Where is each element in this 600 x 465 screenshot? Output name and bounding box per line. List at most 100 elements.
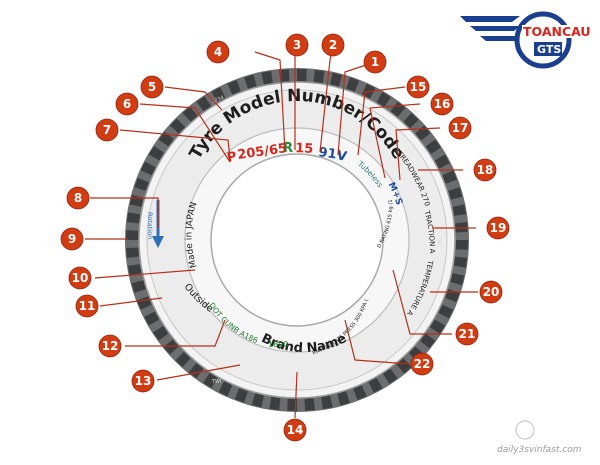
logo-mark: GTS [537,43,561,56]
logo-speed-line [460,16,520,22]
tread-block [455,222,468,233]
callout-number: 18 [477,163,494,177]
tread-block [442,170,457,184]
date-code-text: 1800 [268,340,288,349]
tread-block [376,91,391,108]
callout-number: 16 [434,97,451,111]
tread-block [128,264,142,276]
callout-number: 21 [459,327,476,341]
callout-badge-8: 8 [66,186,90,210]
brand-logo: TOANCAU GTS [460,11,594,69]
tread-block [403,112,419,129]
leader-line-5 [164,86,223,111]
size-load-index: 91 [317,145,337,162]
callout-number: 14 [287,423,304,437]
callout-badge-19: 19 [486,216,510,240]
tread-block [182,106,198,122]
tread-block [279,69,290,82]
callout-number: 15 [410,80,427,94]
callout-number: 17 [452,121,469,135]
tread-blocks [126,69,468,411]
tread-block [158,131,174,147]
callout-badge-5: 5 [140,75,164,99]
rim-opening [210,153,384,327]
tread-block [420,333,436,349]
tread-block [163,339,179,355]
tread-block [415,125,431,141]
callout-circle [68,266,92,290]
tread-block [321,395,333,409]
tread-wear-indicators: 1234 TWI TWI TWI TWI [121,95,442,385]
tread-block [134,177,149,191]
logo-ring [514,11,572,69]
callout-number: 6 [123,97,131,111]
leader-line-16 [369,103,421,179]
logo-name: TOANCAU [523,24,591,39]
callout-circle [131,369,155,393]
tread-block [148,146,165,161]
tread-block [188,363,204,379]
tread-block [211,87,226,103]
callout-circle [406,75,430,99]
tread-block [396,358,412,374]
callout-badge-9: 9 [60,227,84,251]
sidewall-mark: TWI [436,235,442,245]
tire [125,68,469,412]
tread-block [429,319,446,334]
logo-speed-line [480,36,520,41]
callout-badge-13: 13 [131,369,155,393]
tread-block [453,256,468,268]
watermark: daily3svinfast.com [497,420,582,455]
callout-circle [206,40,230,64]
tread-block [434,154,450,169]
tread-block [261,71,273,85]
logo-speed-line [470,26,520,31]
callout-badge-18: 18 [473,158,497,182]
callout-badge-15: 15 [406,75,430,99]
tread-block [337,391,350,406]
tread-block [144,311,160,326]
tread-block [425,139,441,155]
leader-line-22 [344,319,411,365]
size-construction: R [283,141,293,156]
tread-block [313,69,325,84]
tread-block [169,118,186,134]
tread-block [140,161,156,176]
leader-line-14 [294,371,298,419]
callout-circle [283,418,307,442]
leader-line-6 [139,103,231,163]
tread-block [234,388,248,403]
callout-circle [410,352,434,376]
callout-circle [66,186,90,210]
leader-line-4 [254,51,286,153]
rotation-arrow-icon [152,236,164,248]
size-prefix: P [226,149,238,166]
callout-badge-2: 2 [321,33,345,57]
callout-circle [448,116,472,140]
callout-number: 2 [329,38,337,52]
callout-circle [115,92,139,116]
tread-block [251,393,264,408]
callout-leaders [85,44,478,419]
callout-number: 5 [148,80,156,94]
tread-block [353,385,367,400]
leader-line-11 [99,297,163,307]
callout-badge-3: 3 [285,33,309,57]
tread-block [175,351,191,368]
tread-block [330,72,343,87]
tread-block [126,247,139,258]
tread-block [382,368,398,384]
logo-name-bg [522,25,594,38]
watermark-text: daily3svinfast.com [497,445,582,455]
sidewall-mark: TWI [121,229,127,239]
tread-block [126,212,141,224]
callout-number: 12 [102,339,119,353]
callout-number: 11 [79,299,96,313]
tread-block [297,69,307,82]
callout-number: 13 [135,374,152,388]
callout-number: 4 [214,45,222,59]
tread-block [455,240,468,250]
tread-block [244,74,257,89]
